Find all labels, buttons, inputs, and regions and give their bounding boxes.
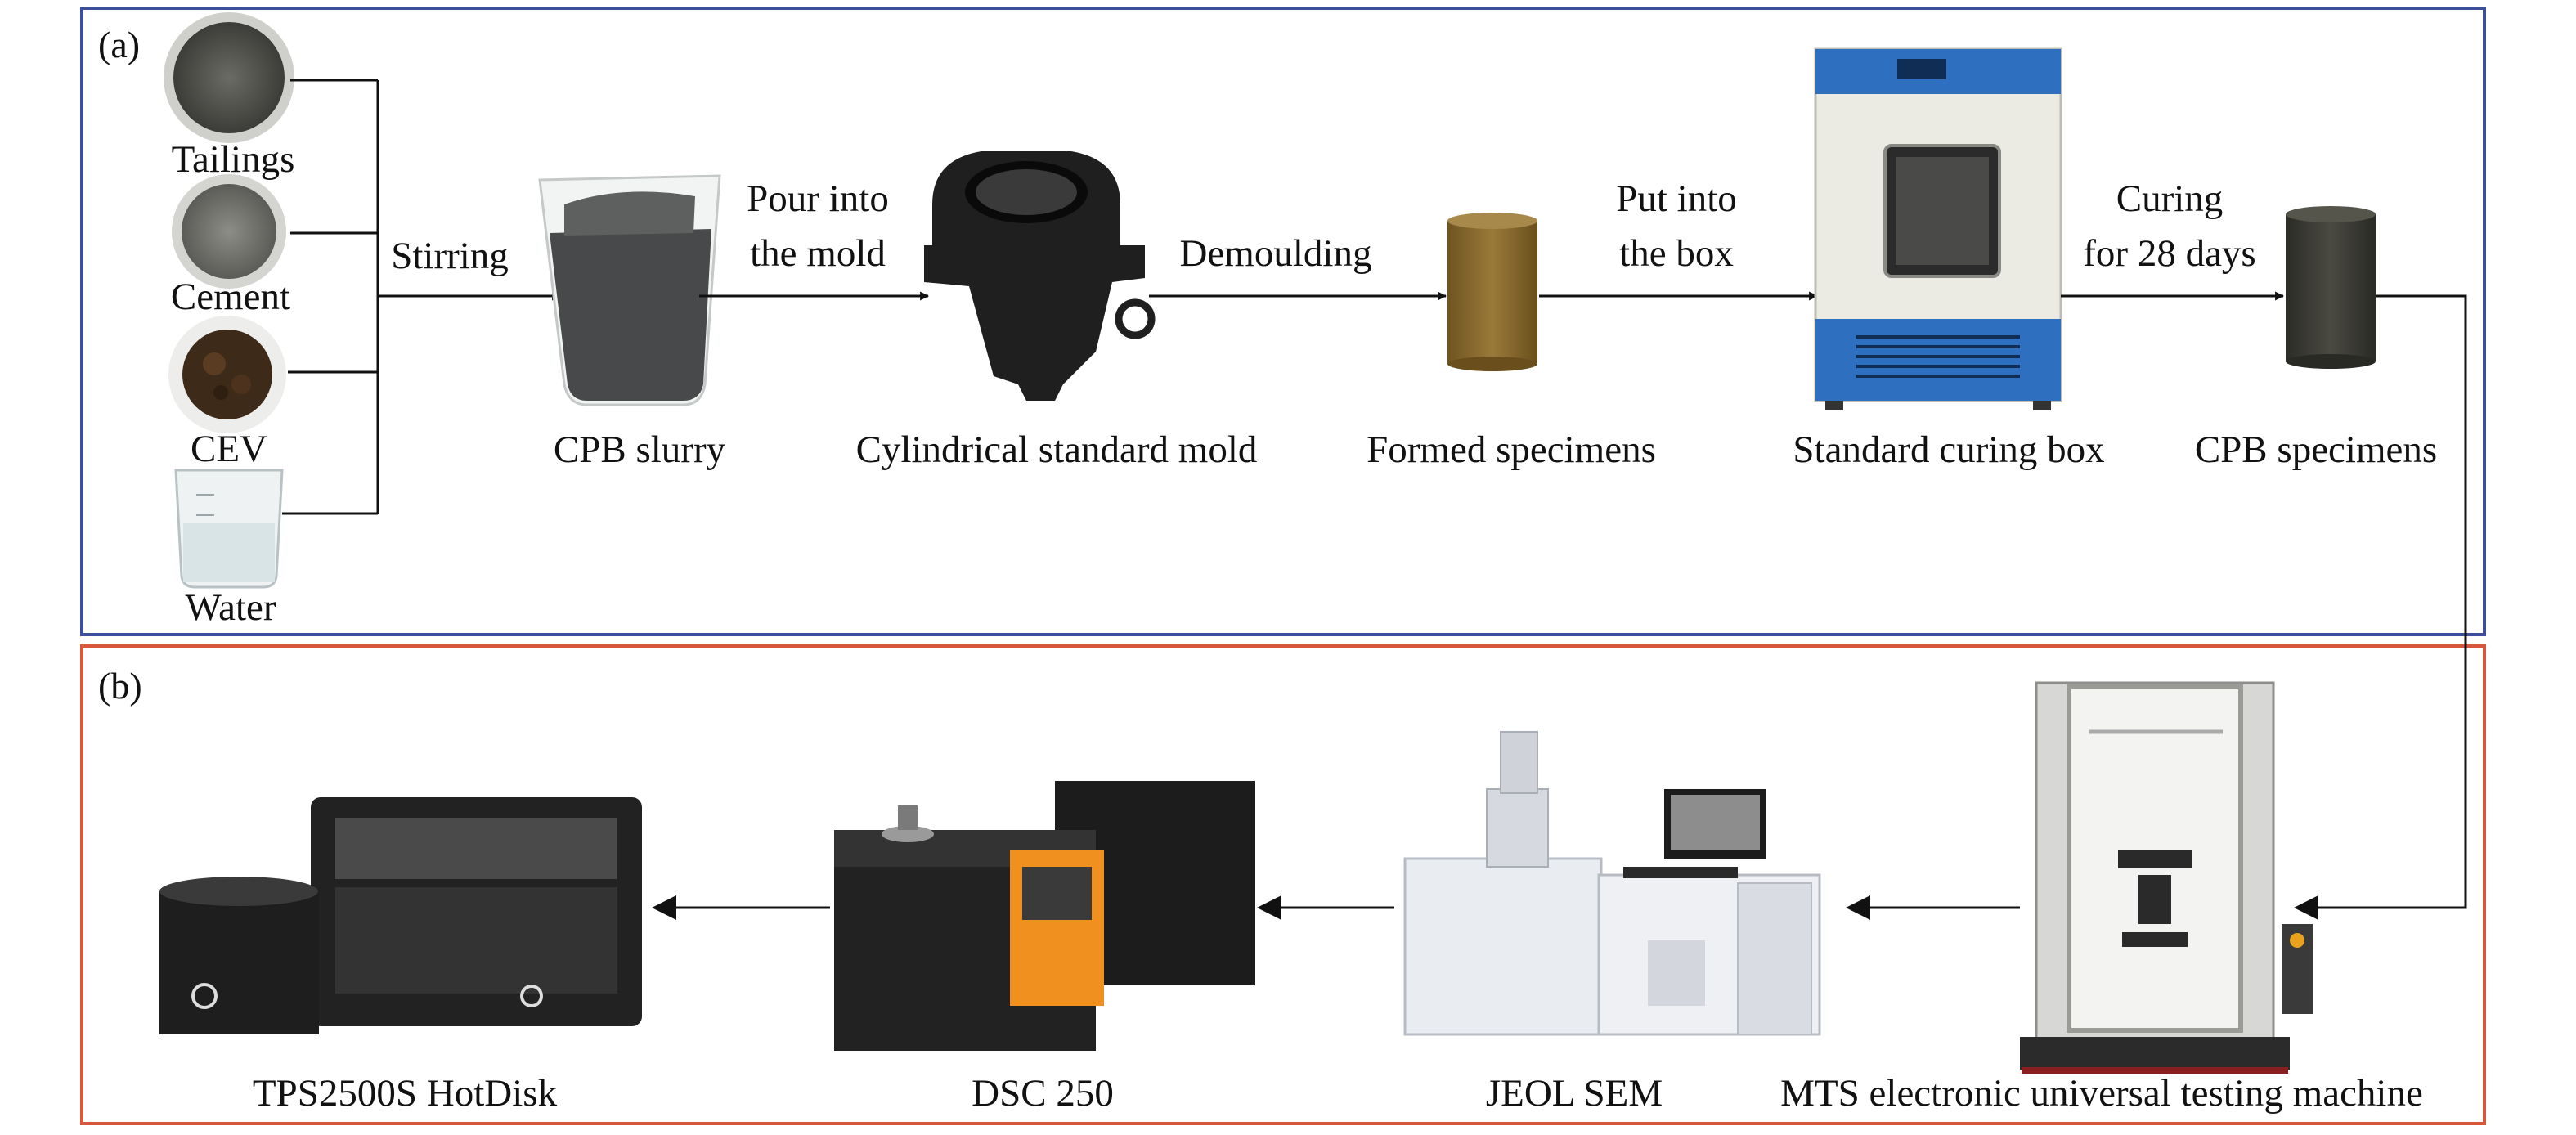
cylindrical-mold-photo: [924, 151, 1156, 401]
tailings-label: Tailings: [172, 138, 295, 181]
stirring-label: Stirring: [391, 235, 509, 277]
hotdisk-label: TPS2500S HotDisk: [253, 1072, 558, 1115]
hotdisk-photo: [159, 797, 642, 1034]
dsc-250-photo: [834, 781, 1255, 1051]
dsc-250-label: DSC 250: [972, 1072, 1114, 1115]
mts-testing-machine-photo: [2020, 681, 2313, 1074]
formed-specimen-shape: [1447, 213, 1537, 371]
mts-label: MTS electronic universal testing machine: [1780, 1072, 2423, 1115]
curing-box-label: Standard curing box: [1793, 428, 2104, 471]
put-label-line1: Put into: [1616, 177, 1737, 220]
panel-b-tag: (b): [98, 665, 142, 707]
curing-label-line1: Curing: [2116, 177, 2224, 220]
formed-specimens-label: Formed specimens: [1367, 428, 1656, 471]
water-beaker-photo: [174, 469, 284, 589]
demoulding-label: Demoulding: [1180, 232, 1372, 275]
cpb-slurry-label: CPB slurry: [554, 428, 726, 471]
cpb-slurry-photo: [538, 174, 721, 406]
pour-label-line1: Pour into: [747, 177, 889, 220]
curing-label-line2: for 28 days: [2083, 232, 2255, 275]
connector-a-to-b: [2294, 294, 2467, 920]
cpb-specimen-shape: [2286, 206, 2376, 369]
panel-a-frame: [80, 7, 2486, 636]
cev-bowl-photo: [168, 316, 286, 433]
cev-label: CEV: [191, 428, 267, 470]
cpb-specimens-label: CPB specimens: [2195, 428, 2437, 471]
water-label: Water: [185, 586, 276, 629]
jeol-sem-label: JEOL SEM: [1486, 1072, 1663, 1115]
panel-a-tag: (a): [98, 24, 140, 65]
put-label-line2: the box: [1619, 232, 1734, 275]
cement-bowl-photo: [172, 174, 286, 289]
tailings-bowl-photo: [164, 12, 294, 143]
panel-b-frame: [80, 644, 2486, 1125]
pour-label-line2: the mold: [750, 232, 886, 275]
curing-box-photo: [1814, 47, 2062, 410]
cylindrical-mold-label: Cylindrical standard mold: [856, 428, 1258, 471]
inputs-bracket: [282, 79, 379, 515]
cement-label: Cement: [171, 276, 290, 318]
jeol-sem-photo: [1403, 731, 1821, 1036]
